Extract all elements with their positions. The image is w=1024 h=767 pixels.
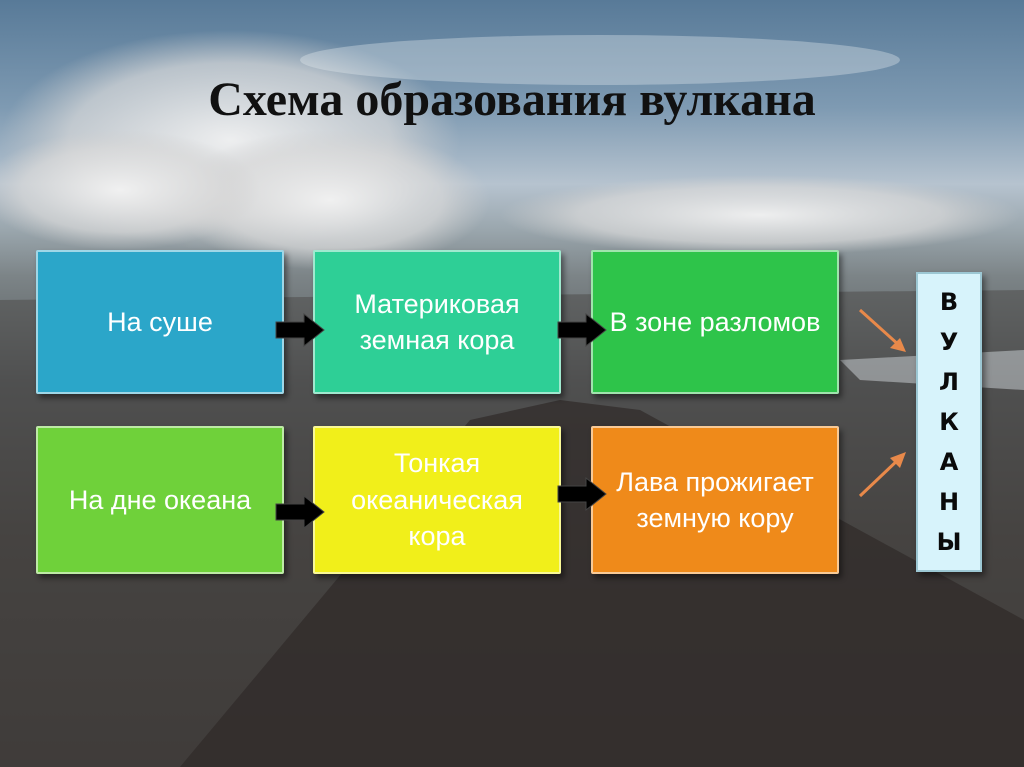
page-title: Схема образования вулкана <box>208 73 816 126</box>
result-letter: А <box>939 448 959 476</box>
result-letter: В <box>939 288 959 316</box>
result-letter: К <box>939 408 959 436</box>
arrow-right-icon <box>557 312 607 348</box>
box-label: На дне океана <box>68 484 252 515</box>
arrow-right-icon <box>557 476 607 512</box>
result-letter: У <box>939 328 959 356</box>
result-letter: Н <box>938 488 960 516</box>
box-continental-crust: Материковая земная кора <box>313 250 561 394</box>
arrow-right-icon <box>275 494 325 530</box>
result-box-volcanoes: В У Л К А Н Ы <box>916 272 982 572</box>
pointer-arrow-icon <box>858 308 906 352</box>
box-thin-oceanic-crust: Тонкая океаническая кора <box>313 426 561 574</box>
box-label: В зоне разломов <box>609 306 821 337</box>
box-label: Тонкая океаническая кора <box>351 448 523 552</box>
result-letter: Л <box>939 368 959 396</box>
pointer-arrow-icon <box>858 452 906 498</box>
result-letter: Ы <box>936 528 962 556</box>
box-ocean-floor: На дне океана <box>36 426 284 574</box>
arrow-right-icon <box>275 312 325 348</box>
box-label: Материковая земная кора <box>354 288 520 355</box>
box-label: На суше <box>107 306 213 337</box>
box-fault-zone: В зоне разломов <box>591 250 839 394</box>
box-label: Лава прожигает земную кору <box>616 466 814 533</box>
box-on-land: На суше <box>36 250 284 394</box>
box-lava-burns-crust: Лава прожигает земную кору <box>591 426 839 574</box>
